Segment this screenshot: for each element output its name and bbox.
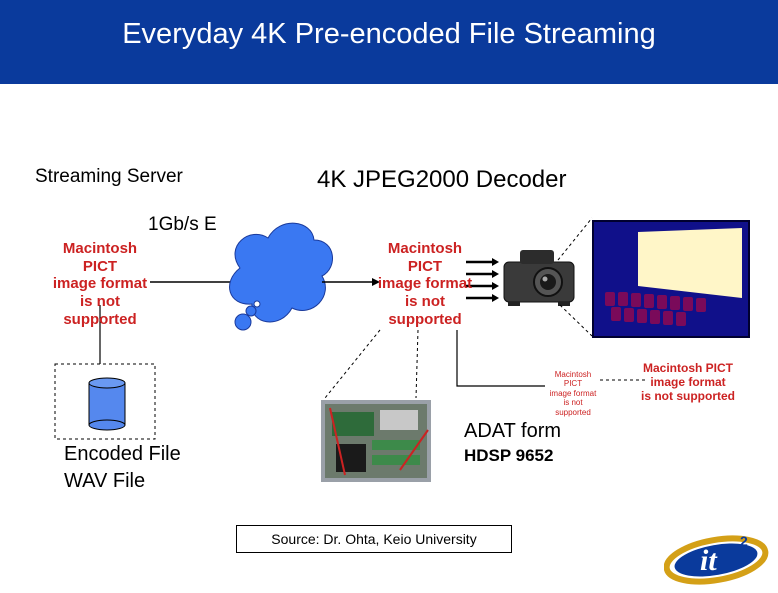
- page-title: Everyday 4K Pre-encoded File Streaming: [122, 18, 656, 50]
- hdsp-label: HDSP 9652: [464, 446, 554, 465]
- decoder-to-board-line-right: [415, 329, 419, 399]
- network-label: 1Gb/s E: [148, 214, 217, 235]
- database-icon: [88, 377, 126, 431]
- svg-text:2: 2: [740, 533, 748, 549]
- title-bar: Everyday 4K Pre-encoded File Streaming: [0, 0, 778, 84]
- decoder-board-image: [321, 400, 431, 482]
- source-caption: Source: Dr. Ohta, Keio University: [236, 525, 512, 553]
- storage-box: [54, 363, 156, 440]
- decoder-label: 4K JPEG2000 Decoder: [317, 166, 567, 193]
- decoder-to-audio-line: [456, 330, 545, 387]
- streaming-server-label: Streaming Server: [35, 166, 183, 187]
- decoder-to-board-line-left: [324, 329, 381, 399]
- it2-logo: it 2: [663, 526, 774, 588]
- projection-line-top: [557, 217, 593, 261]
- theater-image: [592, 220, 750, 338]
- svg-text:it: it: [700, 544, 718, 577]
- encoded-file-label: Encoded File: [64, 443, 181, 465]
- projector-icon: [503, 250, 575, 306]
- projection-line-bottom: [559, 304, 593, 337]
- arrowhead: [372, 278, 380, 286]
- wav-file-label: WAV File: [64, 470, 146, 492]
- decoder-to-projector-arrows: [466, 258, 499, 302]
- adat-label: ADAT form: [464, 420, 562, 442]
- network-cloud-icon: [229, 222, 333, 331]
- source-text: Source: Dr. Ohta, Keio University: [271, 531, 477, 547]
